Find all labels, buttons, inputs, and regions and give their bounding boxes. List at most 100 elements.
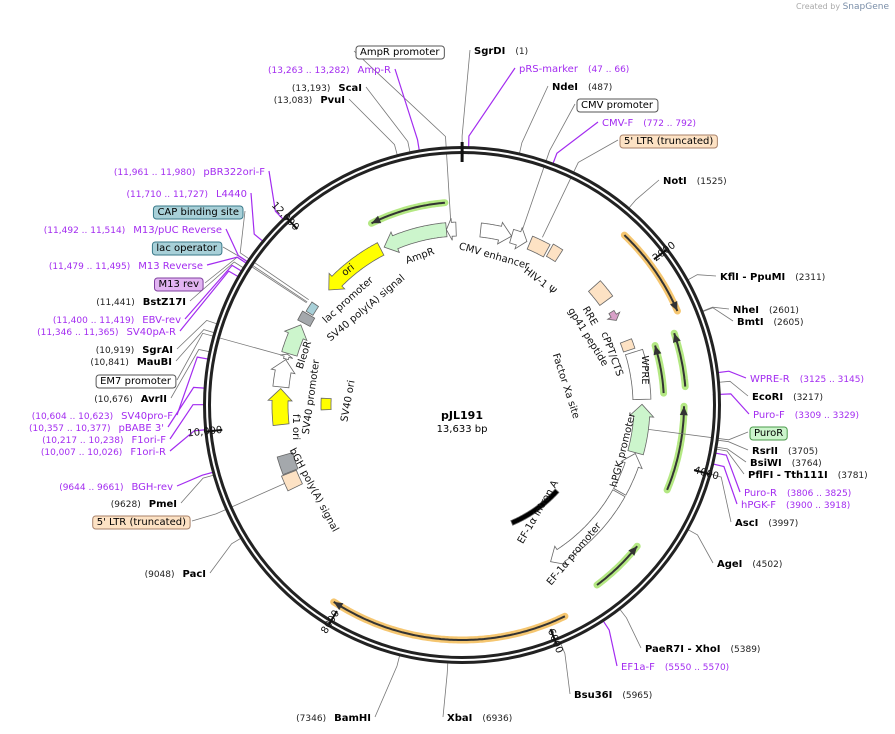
- feature-shape[interactable]: [280, 353, 294, 361]
- orf-line: [666, 406, 685, 491]
- site-label[interactable]: Bsu36I(5965): [574, 690, 652, 701]
- feature-label[interactable]: WPRE: [639, 355, 650, 384]
- feature-shape[interactable]: [587, 280, 614, 306]
- primer-name: pBR322ori-F: [203, 167, 265, 178]
- primer-label[interactable]: CMV-F(772 .. 792): [602, 118, 696, 129]
- primer-label[interactable]: (10,007 .. 10,026)F1ori-R: [41, 447, 166, 458]
- feature-shape[interactable]: [550, 489, 626, 566]
- site-label[interactable]: SgrDI(1): [474, 46, 528, 57]
- feature-shape[interactable]: [613, 452, 643, 496]
- site-label[interactable]: XbaI(6936): [447, 713, 512, 724]
- site-label[interactable]: (10,676)AvrII: [94, 394, 167, 405]
- feature-shape[interactable]: [280, 469, 303, 492]
- site-label[interactable]: (10,841)MauBI: [90, 357, 172, 368]
- feature-shape[interactable]: [270, 359, 296, 389]
- site-label[interactable]: NheI(2601): [733, 305, 799, 316]
- primer-label[interactable]: Puro-F(3309 .. 3329): [753, 410, 859, 421]
- primer-label[interactable]: (13,263 .. 13,282)Amp-R: [268, 65, 391, 76]
- feature-shape[interactable]: [328, 242, 385, 291]
- primer-name: SV40pro-F: [121, 411, 173, 422]
- feature-shape[interactable]: [526, 235, 551, 258]
- feature-shape[interactable]: [297, 310, 316, 328]
- feature-shape[interactable]: [624, 348, 652, 401]
- primer-label[interactable]: WPRE-R(3125 .. 3145): [750, 374, 864, 385]
- primer-label[interactable]: (11,710 .. 11,727)L4440: [127, 189, 247, 200]
- site-label[interactable]: BsiWI(3764): [750, 458, 822, 469]
- site-label[interactable]: PflFI - Tth111I(3781): [748, 470, 868, 481]
- site-label[interactable]: AgeI(4502): [717, 559, 782, 570]
- site-label[interactable]: EcoRI(3217): [752, 392, 823, 403]
- svg-text:Puro-F(3309 .. 3329): Puro-F(3309 .. 3329): [753, 410, 859, 421]
- site-label[interactable]: RsrII(3705): [752, 446, 818, 457]
- site-label[interactable]: BmtI(2605): [737, 317, 803, 328]
- primer-label[interactable]: (10,604 .. 10,623)SV40pro-F: [32, 411, 174, 422]
- feature-label[interactable]: EM7 promoter: [95, 374, 177, 389]
- svg-text:BsiWI(3764): BsiWI(3764): [750, 458, 822, 469]
- feature-shape[interactable]: [606, 309, 621, 321]
- feature-label[interactable]: bGH poly(A) signal: [287, 446, 341, 534]
- primer-label[interactable]: (10,217 .. 10,238)F1ori-F: [42, 435, 166, 446]
- feature-label[interactable]: 5' LTR (truncated): [92, 515, 191, 530]
- primer-label[interactable]: (11,346 .. 11,365)SV40pA-R: [37, 327, 176, 338]
- site-label[interactable]: (7346)BamHI: [296, 713, 371, 724]
- svg-text:Bsu36I(5965): Bsu36I(5965): [574, 690, 652, 701]
- feature-shape[interactable]: [619, 338, 636, 353]
- site-location: (13,083): [274, 96, 313, 106]
- feature-shape[interactable]: [281, 324, 308, 357]
- primer-name: SV40pA-R: [127, 327, 176, 338]
- feature-label[interactable]: PuroR: [749, 426, 788, 441]
- feature-shape[interactable]: [545, 243, 564, 263]
- feature-label[interactable]: f1 ori: [290, 414, 301, 440]
- feature-label[interactable]: M13 rev: [154, 277, 204, 292]
- site-label[interactable]: KflI - PpuMI(2311): [720, 272, 825, 283]
- primer-label[interactable]: (10,357 .. 10,377)pBABE 3': [29, 423, 164, 434]
- site-label[interactable]: AscI(3997): [735, 518, 798, 529]
- feature-label[interactable]: SV40 ori: [339, 379, 357, 422]
- feature-shape[interactable]: [320, 397, 332, 411]
- feature-shape[interactable]: [276, 452, 299, 476]
- site-label[interactable]: (10,919)SgrAI: [96, 345, 173, 356]
- site-label[interactable]: (13,193)ScaI: [292, 83, 362, 94]
- primer-label[interactable]: (11,400 .. 11,419)EBV-rev: [53, 315, 181, 326]
- site-label[interactable]: NotI(1525): [663, 176, 727, 187]
- site-label[interactable]: (9628)PmeI: [111, 499, 177, 510]
- primer-label[interactable]: (11,961 .. 11,980)pBR322ori-F: [114, 167, 265, 178]
- svg-text:NheI(2601): NheI(2601): [733, 305, 799, 316]
- site-label[interactable]: (9048)PacI: [145, 569, 206, 580]
- feature-label[interactable]: CMV promoter: [576, 98, 659, 113]
- label-connector: [542, 139, 619, 238]
- feature-shape[interactable]: [305, 301, 320, 316]
- feature-shape[interactable]: [627, 403, 655, 456]
- feature-shape[interactable]: [509, 226, 528, 250]
- site-label[interactable]: (13,083)PvuI: [274, 95, 345, 106]
- feature-shape[interactable]: [383, 222, 448, 254]
- feature-label-box: [576, 98, 659, 113]
- site-label[interactable]: (11,441)BstZ17I: [96, 297, 186, 308]
- primer-label[interactable]: hPGK-F(3900 .. 3918): [741, 500, 850, 511]
- feature-shape[interactable]: [445, 218, 457, 241]
- primer-label[interactable]: (11,479 .. 11,495)M13 Reverse: [49, 261, 203, 272]
- feature-shape[interactable]: [510, 488, 560, 526]
- feature-label[interactable]: Factor Xa site: [550, 352, 581, 420]
- primer-label[interactable]: Puro-R(3806 .. 3825): [744, 488, 851, 499]
- feature-label[interactable]: AmpR promoter: [355, 45, 445, 60]
- feature-label[interactable]: HIV-1 Ψ: [521, 265, 558, 297]
- svg-text:PflFI - Tth111I(3781): PflFI - Tth111I(3781): [748, 470, 868, 481]
- site-location: (13,193): [292, 84, 331, 94]
- feature-label[interactable]: AmpR: [404, 246, 436, 267]
- primer-label[interactable]: (9644 .. 9661)BGH-rev: [59, 482, 173, 493]
- site-label[interactable]: PaeR7I - XhoI(5389): [645, 644, 760, 655]
- feature-shape[interactable]: [267, 388, 293, 426]
- site-label[interactable]: NdeI(487): [552, 82, 612, 93]
- feature-label[interactable]: CAP binding site: [152, 205, 244, 220]
- primer-label[interactable]: (11,492 .. 11,514)M13/pUC Reverse: [44, 225, 222, 236]
- primer-label[interactable]: pRS-marker(47 .. 66): [519, 64, 629, 75]
- feature-label[interactable]: 5' LTR (truncated): [619, 134, 718, 149]
- feature-label[interactable]: lac operator: [151, 241, 223, 256]
- primer-name: EF1a-F: [621, 662, 655, 673]
- primer-label[interactable]: EF1a-F(5550 .. 5570): [621, 662, 729, 673]
- label-connector: [394, 68, 421, 158]
- feature-shape[interactable]: [479, 221, 513, 245]
- feature-label[interactable]: EF-1α intron A: [516, 479, 561, 546]
